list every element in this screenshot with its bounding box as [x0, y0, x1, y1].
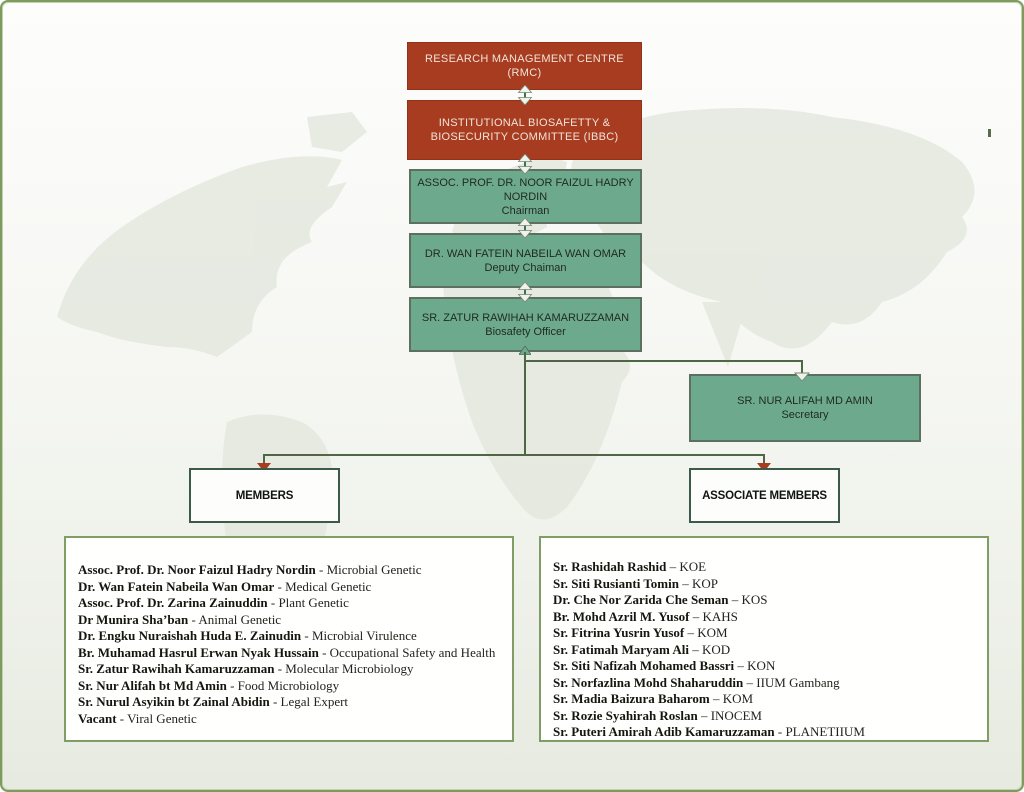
member-name: Sr. Nur Alifah bt Md Amin — [78, 677, 227, 693]
associate-item: Br. Mohd Azril M. Yusof – KAHS — [553, 609, 977, 626]
associate-org: – KOS — [728, 592, 768, 607]
associate-org: – KOM — [684, 625, 728, 640]
flow-line-members-drop — [263, 454, 265, 464]
member-name: Br. Muhamad Hasrul Erwan Nyak Hussain — [78, 644, 319, 660]
member-name: Vacant — [78, 710, 117, 726]
members-header-box: MEMBERS — [189, 468, 340, 523]
associate-name: Sr. Madia Baizura Baharom — [553, 691, 710, 706]
ibbc-box: INSTITUTIONAL BIOSAFETTY & BIOSECURITY C… — [407, 100, 642, 160]
associate-org: – KOE — [666, 559, 707, 574]
associate-item: Sr. Norfazlina Mohd Shaharuddin – IIUM G… — [553, 675, 977, 692]
member-field: - Molecular Microbiology — [274, 661, 414, 676]
associate-name: Sr. Norfazlina Mohd Shaharuddin — [553, 674, 744, 690]
associate-item: Sr. Siti Nafizah Mohamed Bassri – KON — [553, 658, 977, 675]
associate-item: Dr. Che Nor Zarida Che Seman – KOS — [553, 592, 977, 609]
member-item: Sr. Zatur Rawihah Kamaruzzaman - Molecul… — [78, 661, 502, 678]
associate-name: Sr. Siti Nafizah Mohamed Bassri — [553, 658, 735, 673]
associate-org: – KOD — [689, 641, 731, 657]
associate-org: – KON — [734, 658, 776, 673]
associate-members-header-box: ASSOCIATE MEMBERS — [689, 468, 840, 523]
member-item: Dr. Engku Nuraishah Huda E. Zainudin - M… — [78, 628, 502, 645]
associate-item: Sr. Rozie Syahirah Roslan – INOCEM — [553, 708, 977, 725]
rmc-label: RESEARCH MANAGEMENT CENTRE (RMC) — [425, 53, 624, 79]
associate-item: Sr. Rashidah Rashid – KOE — [553, 559, 977, 576]
associates-arrowhead-icon — [757, 463, 771, 472]
member-field: - Microbial Virulence — [301, 628, 417, 643]
member-item: Dr Munira Sha’ban - Animal Genetic — [78, 612, 502, 629]
member-field: - Viral Genetic — [116, 710, 197, 726]
connector-double-arrow-icon — [517, 218, 533, 238]
associate-name: Sr. Puteri Amirah Adib Kamaruzzaman — [553, 724, 775, 739]
chairman-box: ASSOC. PROF. DR. NOOR FAIZUL HADRY NORDI… — [409, 169, 642, 224]
associate-item: Sr. Siti Rusianti Tomin – KOP — [553, 576, 977, 593]
member-field: - Occupational Safety and Health — [318, 644, 496, 660]
member-name: Dr. Engku Nuraishah Huda E. Zainudin — [78, 628, 302, 643]
associate-item: Sr. Fatimah Maryam Ali – KOD — [553, 642, 977, 659]
biosafety-officer-box: SR. ZATUR RAWIHAH KAMARUZZAMAN Biosafety… — [409, 297, 642, 352]
flow-line-secretary-horizontal — [525, 360, 803, 362]
flow-line-main-vertical — [524, 352, 526, 456]
member-field: - Medical Genetic — [274, 578, 372, 594]
member-field: - Microbial Genetic — [315, 562, 422, 577]
secretary-title: Secretary — [781, 409, 829, 421]
member-name: Assoc. Prof. Dr. Noor Faizul Hadry Nordi… — [78, 562, 316, 577]
connector-double-arrow-icon — [517, 282, 533, 302]
member-name: Assoc. Prof. Dr. Zarina Zainuddin — [78, 595, 268, 610]
associate-name: Sr. Fitrina Yusrin Yusof — [553, 625, 685, 640]
member-field: - Plant Genetic — [267, 595, 349, 610]
associate-org: – IIUM Gambang — [743, 674, 840, 690]
associate-org: - PLANETIIUM — [774, 724, 865, 739]
associate-org: – INOCEM — [697, 707, 762, 723]
connector-double-arrow-icon — [517, 85, 533, 105]
flow-line-secretary-drop — [801, 360, 803, 374]
deputy-chairman-title: Deputy Chaiman — [484, 261, 567, 274]
member-name: Dr. Wan Fatein Nabeila Wan Omar — [78, 578, 275, 594]
associate-org: – KOP — [678, 575, 718, 591]
member-field: - Animal Genetic — [188, 611, 282, 627]
associate-name: Dr. Che Nor Zarida Che Seman — [553, 592, 729, 607]
associate-members-list-box: Sr. Rashidah Rashid – KOE Sr. Siti Rusia… — [539, 536, 989, 742]
member-item: Assoc. Prof. Dr. Zarina Zainuddin - Plan… — [78, 595, 502, 612]
member-name: Sr. Nurul Asyikin bt Zainal Abidin — [78, 694, 270, 709]
member-field: - Legal Expert — [269, 694, 349, 709]
members-arrowhead-icon — [257, 463, 271, 472]
rmc-box: RESEARCH MANAGEMENT CENTRE (RMC) — [407, 42, 642, 90]
secretary-box: SR. NUR ALIFAH MD AMIN Secretary — [689, 374, 921, 442]
member-item: Dr. Wan Fatein Nabeila Wan Omar - Medica… — [78, 579, 502, 596]
connector-down-chevron-icon — [794, 372, 810, 382]
chairman-title: Chairman — [501, 204, 550, 217]
member-item: Sr. Nurul Asyikin bt Zainal Abidin - Leg… — [78, 694, 502, 711]
deputy-chairman-box: DR. WAN FATEIN NABEILA WAN OMAR Deputy C… — [409, 233, 642, 288]
members-header-label: MEMBERS — [235, 489, 294, 502]
deputy-chairman-name: DR. WAN FATEIN NABEILA WAN OMAR — [424, 247, 627, 260]
members-list-box: Assoc. Prof. Dr. Noor Faizul Hadry Nordi… — [64, 536, 514, 742]
biosafety-officer-title: Biosafety Officer — [485, 325, 566, 338]
chairman-name: ASSOC. PROF. DR. NOOR FAIZUL HADRY NORDI… — [417, 176, 634, 203]
associate-item: Sr. Madia Baizura Baharom – KOM — [553, 691, 977, 708]
associate-item: Sr. Fitrina Yusrin Yusof – KOM — [553, 625, 977, 642]
associate-name: Sr. Rashidah Rashid — [553, 559, 667, 574]
member-item: Br. Muhamad Hasrul Erwan Nyak Hussain - … — [78, 645, 502, 662]
member-item: Sr. Nur Alifah bt Md Amin - Food Microbi… — [78, 678, 502, 695]
member-field: - Food Microbiology — [226, 677, 340, 693]
flow-line-members-horizontal — [263, 454, 765, 456]
ibbc-label: INSTITUTIONAL BIOSAFETTY & BIOSECURITY C… — [430, 117, 619, 143]
associate-members-header-label: ASSOCIATE MEMBERS — [702, 489, 827, 502]
connector-double-arrow-icon — [517, 154, 533, 174]
associate-name: Sr. Fatimah Maryam Ali — [553, 641, 690, 657]
member-item: Vacant - Viral Genetic — [78, 711, 502, 728]
stray-mark — [988, 129, 991, 137]
flow-line-associates-drop — [763, 454, 765, 464]
member-item: Assoc. Prof. Dr. Noor Faizul Hadry Nordi… — [78, 562, 502, 579]
associate-name: Sr. Rozie Syahirah Roslan — [553, 707, 698, 723]
associate-item: Sr. Puteri Amirah Adib Kamaruzzaman - PL… — [553, 724, 977, 741]
biosafety-officer-name: SR. ZATUR RAWIHAH KAMARUZZAMAN — [421, 311, 630, 324]
associate-name: Sr. Siti Rusianti Tomin — [553, 575, 679, 591]
secretary-name: SR. NUR ALIFAH MD AMIN — [737, 395, 873, 407]
associate-org: – KAHS — [689, 608, 738, 624]
member-name: Sr. Zatur Rawihah Kamaruzzaman — [78, 661, 275, 676]
associate-org: – KOM — [709, 691, 754, 706]
member-name: Dr Munira Sha’ban — [78, 611, 189, 627]
associate-name: Br. Mohd Azril M. Yusof — [553, 608, 690, 624]
